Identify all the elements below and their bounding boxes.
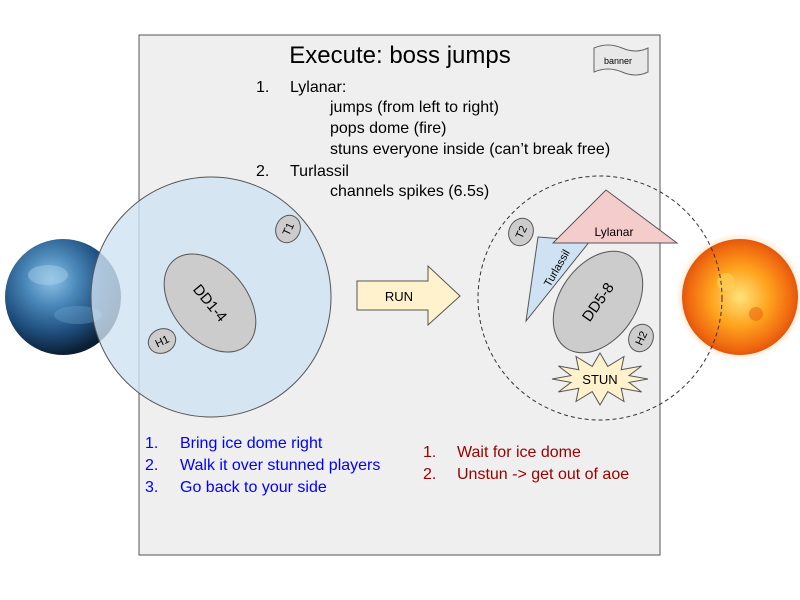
ice-list-number: 1. bbox=[145, 435, 158, 452]
stunned-list-number: 1. bbox=[423, 444, 436, 461]
page-title: Execute: boss jumps bbox=[289, 42, 510, 69]
step-2-number: 2. bbox=[256, 163, 269, 180]
ice-list-item: Go back to your side bbox=[180, 479, 327, 496]
fire-dome bbox=[477, 175, 723, 421]
step-2-label: Turlassil bbox=[290, 163, 349, 180]
run-arrow-label: RUN bbox=[385, 289, 413, 304]
ice-planet-icon bbox=[5, 239, 121, 355]
ice-list-item: Walk it over stunned players bbox=[180, 457, 380, 474]
step-2-item: channels spikes (6.5s) bbox=[330, 183, 489, 200]
token-t1: T1 bbox=[275, 214, 301, 244]
token-h1-label: H1 bbox=[154, 333, 172, 350]
step-1-item: pops dome (fire) bbox=[330, 120, 447, 137]
token-t2: T2 bbox=[508, 217, 534, 247]
step-1-label: Lylanar: bbox=[290, 79, 346, 96]
ice-team-list: 1. Bring ice dome right 2. Walk it over … bbox=[145, 435, 380, 496]
ice-list-number: 3. bbox=[145, 479, 158, 496]
step-1-number: 1. bbox=[256, 79, 269, 96]
step-1-item: stuns everyone inside (can’t break free) bbox=[330, 141, 610, 158]
ice-list-number: 2. bbox=[145, 457, 158, 474]
boss-lylanar-label: Lylanar bbox=[595, 225, 634, 239]
boss-lylanar: Lylanar bbox=[551, 189, 679, 244]
token-h2-label: H2 bbox=[633, 330, 650, 348]
token-t1-label: T1 bbox=[281, 221, 297, 238]
boss-turlassil: Turlassil bbox=[525, 236, 591, 323]
token-dd5-8: DD5-8 bbox=[552, 250, 644, 354]
stunned-team-list: 1. Wait for ice dome 2. Unstun -> get ou… bbox=[423, 444, 629, 483]
banner-flag-icon: banner bbox=[593, 44, 649, 76]
stun-burst-icon: STUN bbox=[551, 352, 649, 406]
stunned-list-number: 2. bbox=[423, 466, 436, 483]
stun-label: STUN bbox=[582, 372, 617, 387]
stunned-list-item: Unstun -> get out of aoe bbox=[457, 466, 629, 483]
run-arrow: RUN bbox=[356, 264, 461, 327]
step-1-item: jumps (from left to right) bbox=[329, 99, 499, 116]
token-dd1-4: DD1-4 bbox=[163, 253, 257, 353]
ice-list-item: Bring ice dome right bbox=[180, 435, 323, 452]
token-h2: H2 bbox=[628, 323, 654, 353]
stunned-list-item: Wait for ice dome bbox=[457, 444, 581, 461]
token-h1: H1 bbox=[147, 328, 177, 354]
fire-sun-icon bbox=[676, 233, 800, 361]
token-t2-label: T2 bbox=[514, 224, 530, 241]
step-list: 1. Lylanar: jumps (from left to right) p… bbox=[256, 79, 610, 200]
banner-label: banner bbox=[604, 56, 632, 66]
